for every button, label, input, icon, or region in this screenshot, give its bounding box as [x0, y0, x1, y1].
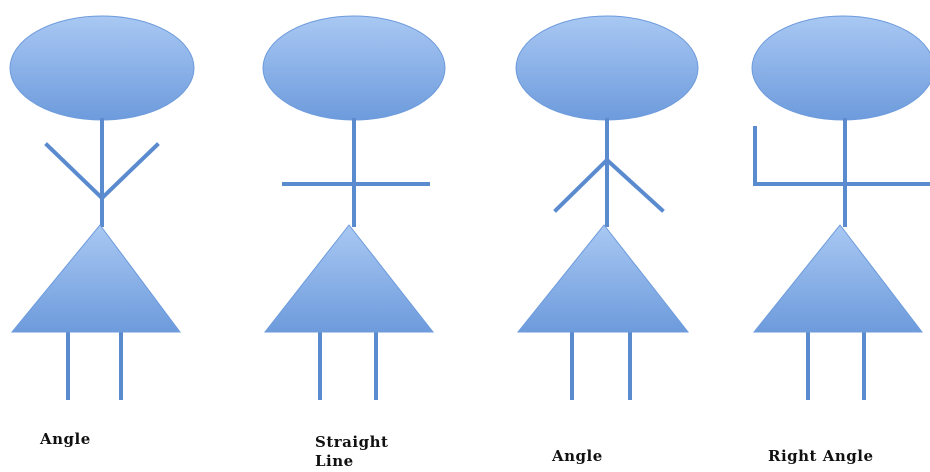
figure-head — [10, 16, 194, 120]
caption-right-angle: Right Angle — [768, 447, 873, 466]
figure-triangle — [12, 225, 180, 332]
caption-angle-2: Angle — [552, 447, 603, 466]
caption-straight-line: Straight Line — [315, 433, 425, 471]
figure-right-angle — [752, 16, 930, 398]
figure-straight-line — [263, 16, 445, 398]
figure-angle-up — [10, 16, 194, 398]
figure-triangle — [518, 225, 688, 332]
figure-head — [752, 16, 930, 120]
figure-head — [263, 16, 445, 120]
figure-head — [516, 16, 698, 120]
caption-angle-1: Angle — [40, 430, 91, 449]
figure-triangle — [265, 225, 433, 332]
figure-angle-down — [516, 16, 698, 398]
figure-triangle — [754, 225, 922, 332]
